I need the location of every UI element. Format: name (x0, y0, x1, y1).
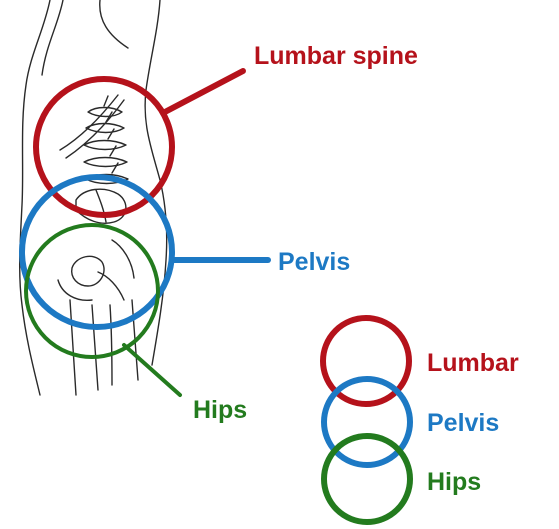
pubis (111, 239, 135, 279)
rib-line (59, 94, 119, 151)
leg-line-1 (69, 299, 77, 396)
back-outline-inner (41, 0, 64, 76)
legend-hips-label: Hips (427, 468, 481, 496)
pelvis-label: Pelvis (278, 248, 350, 276)
body-sketch (19, 0, 168, 396)
legend: Lumbar Pelvis Hips (320, 315, 519, 525)
hips-label: Hips (193, 396, 247, 424)
legend-lumbar-circle (320, 315, 412, 407)
lumbar-spine-label: Lumbar spine (254, 42, 418, 70)
legend-pelvis-label: Pelvis (427, 409, 499, 437)
lumbar-region-circle (33, 76, 175, 218)
ilium (75, 188, 127, 224)
pelvis-region-circle (19, 174, 175, 330)
legend-lumbar-label: Lumbar (427, 349, 519, 377)
leg-line-3 (109, 304, 113, 386)
leg-line-2 (91, 304, 99, 391)
hips-leader-line (122, 343, 182, 397)
hips-region-circle (24, 223, 160, 359)
sacrum (95, 189, 107, 223)
acetabulum (57, 279, 93, 301)
femur-head (71, 255, 105, 287)
legend-pelvis-circle (321, 376, 413, 468)
arm-crease (99, 0, 129, 49)
front-outline (144, 0, 168, 366)
lumbar-leader-line (160, 68, 246, 116)
back-outline (19, 0, 51, 396)
rib-line-2 (65, 99, 125, 159)
femur-neck (97, 271, 125, 301)
legend-hips-circle (321, 433, 413, 525)
